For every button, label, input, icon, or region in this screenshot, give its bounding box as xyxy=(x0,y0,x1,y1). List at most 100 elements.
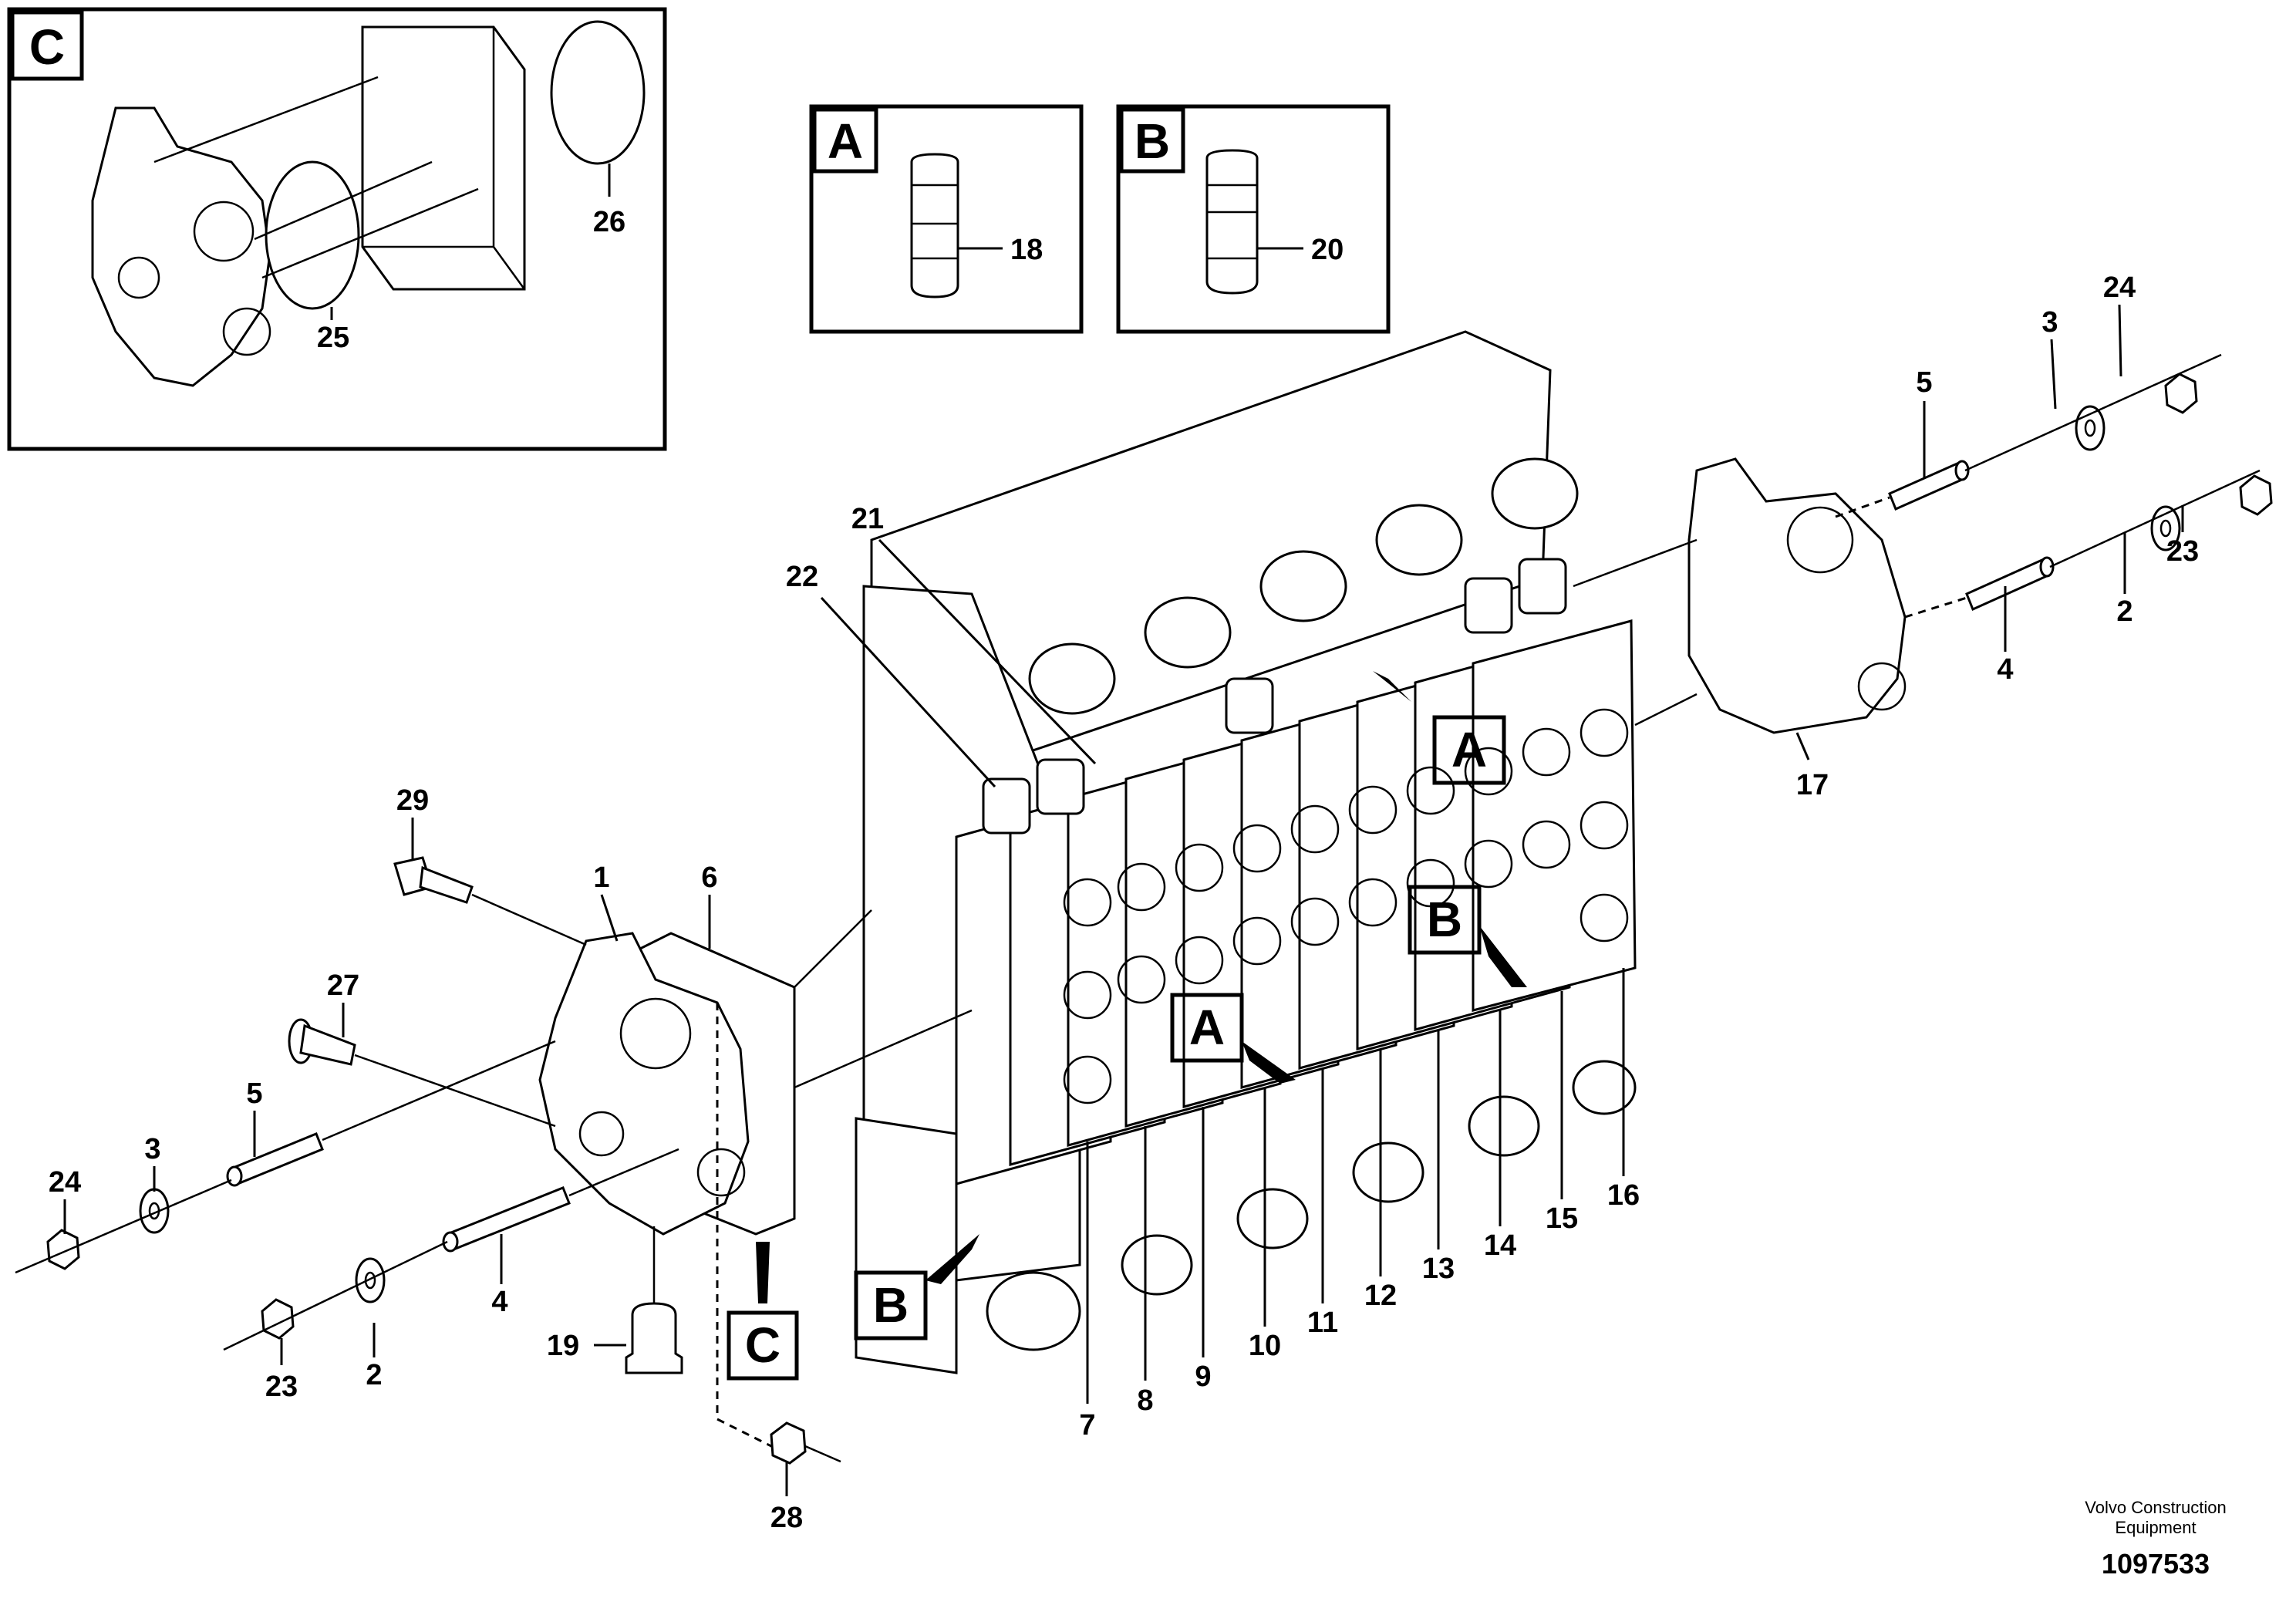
port xyxy=(1464,747,1513,796)
view-ref-a-upper-box xyxy=(1432,715,1506,785)
axis-line xyxy=(223,1240,448,1351)
solenoid-coil xyxy=(1028,642,1116,715)
section-port-large xyxy=(193,201,255,262)
view-ref-a-upper-letter: A xyxy=(1451,722,1487,777)
callout-3-left: 3 xyxy=(144,1133,160,1165)
end-housing-1 xyxy=(538,932,750,1236)
right-end-cover-group xyxy=(1573,353,2273,734)
leader-17 xyxy=(1795,732,1810,760)
callout-25: 25 xyxy=(317,322,349,354)
bolt-27 xyxy=(288,1018,556,1128)
guide-line xyxy=(1634,693,1698,727)
control-valve-block xyxy=(855,330,1637,1374)
view-ref-b-lower-arrow xyxy=(925,1234,979,1284)
rod-4-right xyxy=(1904,556,2055,619)
nut-24-left xyxy=(46,1229,80,1270)
callout-24-right: 24 xyxy=(2103,271,2136,304)
view-ref-a-lower-letter: A xyxy=(1189,1000,1225,1055)
callout-20: 20 xyxy=(1311,234,1344,266)
callout-1: 1 xyxy=(593,862,609,894)
view-ref-b-mid: B xyxy=(1408,885,1527,987)
port xyxy=(1406,858,1455,908)
rod-4-left xyxy=(442,1148,679,1253)
detail-box-b: B 20 xyxy=(1116,104,1391,334)
section-plate xyxy=(361,25,526,291)
detail-box-c-frame xyxy=(7,7,667,451)
port xyxy=(1406,766,1455,815)
callout-8: 8 xyxy=(1137,1384,1153,1417)
port xyxy=(1348,878,1397,927)
port xyxy=(1117,955,1166,1004)
detail-box-a-tag xyxy=(812,107,878,174)
port xyxy=(1464,839,1513,889)
view-ref-b-mid-letter: B xyxy=(1427,892,1462,947)
guide-line xyxy=(794,909,872,988)
section-guide-line xyxy=(254,160,433,241)
section-o-ring-25 xyxy=(265,160,360,310)
port xyxy=(1522,820,1571,869)
callout-12: 12 xyxy=(1364,1280,1397,1312)
view-ref-c: C xyxy=(727,1242,799,1381)
view-ref-b-lower-letter: B xyxy=(873,1277,909,1333)
washer-2-right-hole xyxy=(2159,519,2172,538)
solenoid-coil xyxy=(1144,596,1232,669)
port xyxy=(1063,1055,1112,1104)
callout-16: 16 xyxy=(1607,1179,1640,1212)
port xyxy=(1580,708,1629,757)
solenoid-coil-bottom xyxy=(1236,1188,1309,1249)
callout-7: 7 xyxy=(1079,1409,1095,1442)
detail-box-a: A 18 xyxy=(809,104,1084,334)
detail-box-c: C 25 26 xyxy=(7,7,667,451)
view-ref-b-lower-box xyxy=(854,1270,928,1340)
callout-13: 13 xyxy=(1422,1253,1455,1285)
relief-valve-cap xyxy=(1464,577,1513,634)
port xyxy=(1522,727,1571,777)
port xyxy=(1175,936,1224,985)
callout-29: 29 xyxy=(396,784,429,817)
end-housing-port xyxy=(578,1111,625,1157)
callout-24-left: 24 xyxy=(49,1166,81,1199)
callout-4-right: 4 xyxy=(1997,653,2013,686)
port xyxy=(1232,916,1282,966)
callout-14: 14 xyxy=(1484,1229,1516,1262)
view-ref-a-upper: A xyxy=(1373,671,1506,785)
callout-26: 26 xyxy=(593,206,625,238)
callout-6: 6 xyxy=(701,862,717,894)
port xyxy=(1580,801,1629,850)
port xyxy=(1063,970,1112,1020)
view-ref-b-mid-box xyxy=(1408,885,1482,955)
callout-18: 18 xyxy=(1010,234,1043,266)
solenoid-coil-bottom xyxy=(1468,1095,1540,1157)
washer-3-left xyxy=(139,1188,170,1234)
callout-5-left: 5 xyxy=(246,1077,262,1110)
end-housing-17 xyxy=(1687,457,1907,734)
guide-line xyxy=(1573,538,1698,588)
view-ref-b-mid-arrow xyxy=(1479,926,1527,987)
relief-valve-20 xyxy=(1205,149,1259,295)
leader-3-right xyxy=(2050,339,2057,410)
section-guide-line xyxy=(153,76,379,164)
relief-valve-cap xyxy=(1225,677,1274,734)
detail-box-c-tag xyxy=(10,10,84,81)
callout-2-right: 2 xyxy=(2116,595,2132,628)
solenoid-coil-bottom xyxy=(1572,1060,1637,1115)
footer-company-line2: Equipment xyxy=(2115,1518,2196,1537)
detail-box-c-letter: C xyxy=(29,19,65,75)
leader-21 xyxy=(878,538,1097,765)
stud-guide-dashed xyxy=(716,1003,780,1452)
callout-5-right: 5 xyxy=(1916,366,1932,399)
left-end-cover-group xyxy=(15,856,973,1465)
section-housing xyxy=(91,106,271,387)
callout-10: 10 xyxy=(1249,1330,1281,1362)
view-ref-c-letter: C xyxy=(745,1317,781,1373)
section-plate-edge xyxy=(362,27,526,290)
view-ref-a-lower-box xyxy=(1170,993,1244,1063)
port xyxy=(1175,843,1224,892)
section-o-ring-26 xyxy=(550,20,646,165)
nut-23-right xyxy=(2239,474,2273,516)
guide-line xyxy=(794,1009,973,1089)
detail-box-a-letter: A xyxy=(828,113,863,169)
callout-3-right: 3 xyxy=(2041,306,2058,339)
port xyxy=(1290,897,1340,946)
relief-valve-cap xyxy=(982,777,1031,835)
